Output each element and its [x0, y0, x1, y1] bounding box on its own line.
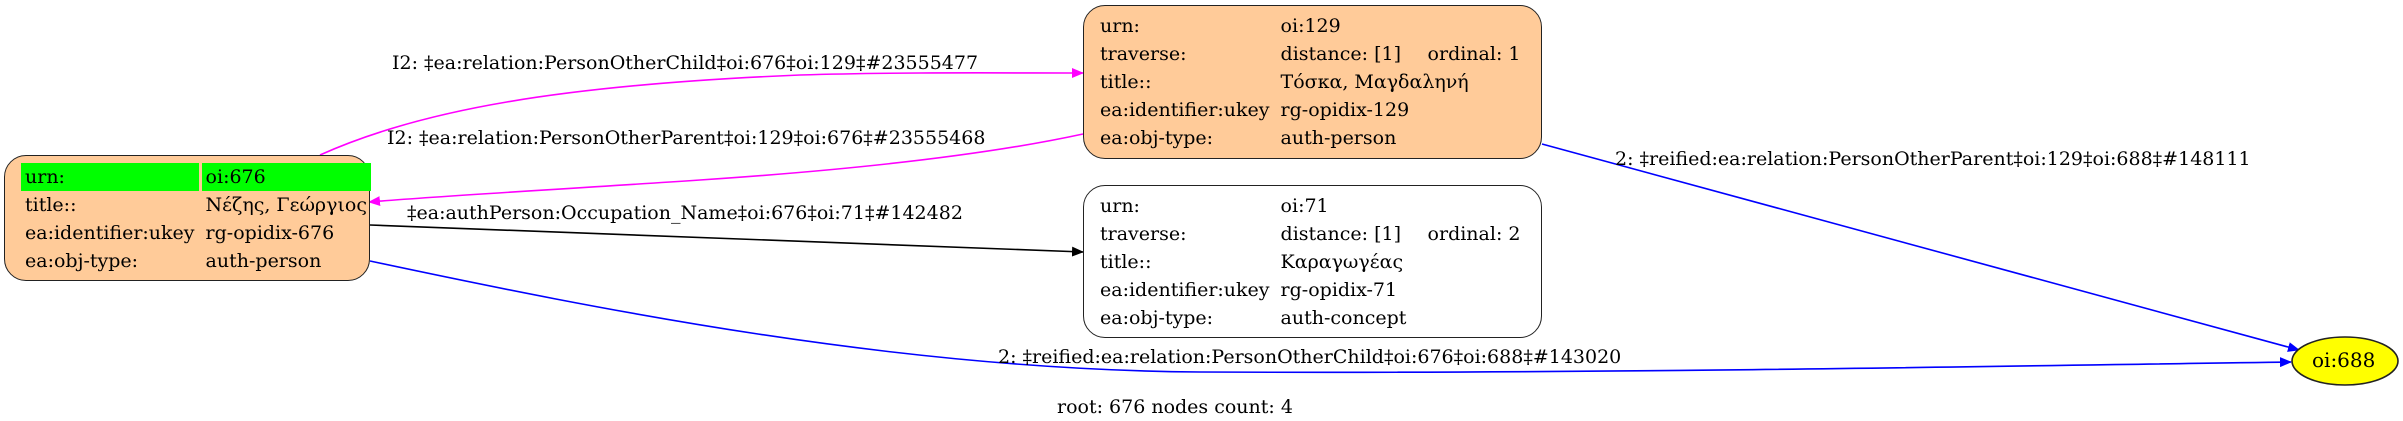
- graph-footer: root: 676 nodes count: 4: [1057, 396, 1293, 418]
- row-value: auth-person: [1280, 127, 1397, 149]
- row-key: ea:identifier:ukey: [25, 222, 195, 244]
- row-key: title::: [1100, 251, 1152, 273]
- edge-reified-person-other-parent[interactable]: [1541, 143, 2300, 352]
- edge-label-reified-person-other-child: 2: ‡reified:ea:relation:PersonOtherChild…: [998, 346, 1622, 368]
- node-row: urn: oi:676: [21, 163, 371, 191]
- row-key: traverse:: [1100, 43, 1187, 65]
- node-oi-688-label[interactable]: oi:688: [2312, 348, 2376, 372]
- row-value: Νέζης, Γεώργιος: [205, 194, 367, 216]
- node-oi-129[interactable]: urn: oi:129 traverse: distance: [1] ordi…: [1083, 5, 1542, 159]
- row-value: auth-person: [205, 250, 322, 272]
- node-row: urn: oi:71: [1096, 192, 1524, 220]
- edge-person-other-child[interactable]: [319, 67, 1084, 156]
- edge-person-other-parent[interactable]: [368, 133, 1084, 207]
- row-key: urn:: [1100, 195, 1140, 217]
- row-value: rg-opidix-129: [1280, 99, 1410, 121]
- row-key: title::: [1100, 71, 1152, 93]
- node-row: urn: oi:129: [1096, 12, 1524, 40]
- node-row: traverse: distance: [1] ordinal: 2: [1096, 220, 1524, 248]
- edge-label-reified-person-other-parent: 2: ‡reified:ea:relation:PersonOtherParen…: [1615, 148, 2251, 170]
- edge-reified-person-other-child[interactable]: [369, 260, 2292, 374]
- node-row: title:: Νέζης, Γεώργιος: [21, 191, 371, 219]
- row-key: title::: [25, 194, 77, 216]
- node-row: traverse: distance: [1] ordinal: 1: [1096, 40, 1524, 68]
- row-key: ea:identifier:ukey: [1100, 279, 1270, 301]
- node-row: ea:identifier:ukey rg-opidix-71: [1096, 276, 1524, 304]
- row-value: distance: [1]: [1280, 43, 1401, 65]
- node-oi-688-shape[interactable]: [2291, 336, 2399, 386]
- row-value: Τόσκα, Μαγδαληνή: [1280, 71, 1469, 93]
- row-value: distance: [1]: [1280, 223, 1401, 245]
- node-row: title:: Καραγωγέας: [1096, 248, 1524, 276]
- row-extra: ordinal: 1: [1427, 43, 1521, 65]
- row-value: auth-concept: [1280, 307, 1407, 329]
- row-key: ea:obj-type:: [1100, 127, 1214, 149]
- node-oi-129-table: urn: oi:129 traverse: distance: [1] ordi…: [1093, 12, 1527, 152]
- node-row: ea:obj-type: auth-concept: [1096, 304, 1524, 332]
- node-row: ea:obj-type: auth-person: [21, 247, 371, 275]
- node-row: ea:identifier:ukey rg-opidix-676: [21, 219, 371, 247]
- edge-label-occupation-name: ‡ea:authPerson:Occupation_Name‡oi:676‡oi…: [407, 202, 963, 224]
- edge-label-person-other-parent: I2: ‡ea:relation:PersonOtherParent‡oi:12…: [387, 127, 986, 149]
- node-row: ea:identifier:ukey rg-opidix-129: [1096, 96, 1524, 124]
- row-value: oi:129: [1280, 15, 1341, 37]
- row-key: ea:identifier:ukey: [1100, 99, 1270, 121]
- row-value: rg-opidix-676: [205, 222, 335, 244]
- node-oi-71-table: urn: oi:71 traverse: distance: [1] ordin…: [1093, 192, 1527, 332]
- row-extra: [1424, 12, 1525, 40]
- row-value: rg-opidix-71: [1280, 279, 1398, 301]
- row-key: urn:: [1100, 15, 1140, 37]
- row-key: traverse:: [1100, 223, 1187, 245]
- node-oi-676[interactable]: urn: oi:676 title:: Νέζης, Γεώργιος ea:i…: [4, 155, 371, 281]
- node-row: ea:obj-type: auth-person: [1096, 124, 1524, 152]
- edge-occupation-name[interactable]: [369, 224, 1084, 257]
- row-key: ea:obj-type:: [25, 250, 139, 272]
- node-row: title:: Τόσκα, Μαγδαληνή: [1096, 68, 1524, 96]
- row-value: oi:676: [201, 163, 371, 191]
- row-extra: ordinal: 2: [1427, 223, 1521, 245]
- row-key: urn:: [21, 163, 199, 191]
- node-oi-676-table: urn: oi:676 title:: Νέζης, Γεώργιος ea:i…: [18, 163, 374, 275]
- node-oi-71[interactable]: urn: oi:71 traverse: distance: [1] ordin…: [1083, 185, 1542, 338]
- edge-label-person-other-child: I2: ‡ea:relation:PersonOtherChild‡oi:676…: [392, 52, 979, 74]
- row-value: oi:71: [1280, 195, 1329, 217]
- row-value: Καραγωγέας: [1280, 251, 1404, 273]
- row-key: ea:obj-type:: [1100, 307, 1214, 329]
- row-extra: [1424, 192, 1525, 220]
